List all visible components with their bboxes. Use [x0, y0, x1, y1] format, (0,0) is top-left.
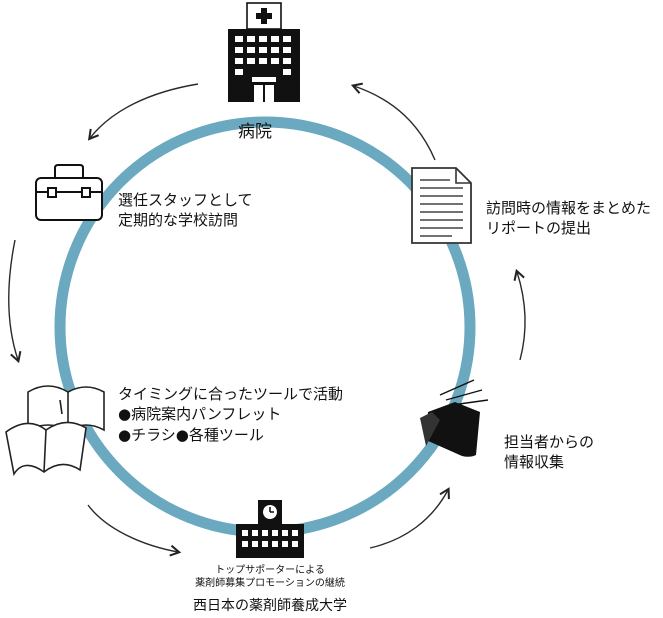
arrow-collection-to-report: [513, 268, 526, 361]
activities-line-2: ●病院案内パンフレット: [118, 405, 282, 424]
school-visit-line-2: 定期的な学校訪問: [118, 211, 239, 230]
university-name: 西日本の薬剤師養成大学: [193, 598, 347, 614]
report-line-1: 訪問時の情報をまとめた: [486, 199, 652, 217]
arrow-school-to-activities: [8, 239, 22, 364]
arrow-report-to-hospital: [350, 82, 436, 161]
report-line-2: リポートの提出: [486, 219, 592, 238]
info-collection-line-2: 情報収集: [504, 453, 565, 472]
school-visit-line-1: 選任スタッフとして: [118, 191, 253, 209]
university-sub-label: トップサポーターによる 薬剤師募集プロモーションの継続: [170, 564, 370, 590]
info-collection-line-1: 担当者からの: [504, 433, 595, 451]
school-visit-label: 選任スタッフとして 定期的な学校訪問: [118, 190, 253, 231]
briefcase-icon: [35, 164, 103, 221]
cycle-ring: [54, 116, 476, 538]
open-book-icon: [5, 385, 105, 477]
arrow-hospital-to-school: [87, 83, 199, 141]
info-collection-label: 担当者からの 情報収集: [504, 432, 594, 473]
flow-arrows: [8, 82, 526, 557]
arrow-university-to-collection: [369, 487, 450, 549]
file-folder-icon: [420, 379, 489, 457]
activities-line-1: タイミングに合ったツールで活動: [118, 385, 344, 403]
arrow-activities-to-university: [87, 504, 182, 557]
university-building-icon: [236, 500, 304, 558]
university-sub-line-1: トップサポーターによる: [215, 565, 325, 576]
hospital-building-icon: [228, 2, 300, 102]
document-report-icon: [411, 167, 472, 244]
university-sub-line-2: 薬剤師募集プロモーションの継続: [195, 578, 345, 589]
activities-label: タイミングに合ったツールで活動 ●病院案内パンフレット ●チラシ●各種ツール: [118, 384, 343, 445]
report-label: 訪問時の情報をまとめた リポートの提出: [486, 198, 651, 239]
hospital-label: 病院: [238, 122, 272, 142]
activities-line-3: ●チラシ●各種ツール: [118, 425, 264, 444]
